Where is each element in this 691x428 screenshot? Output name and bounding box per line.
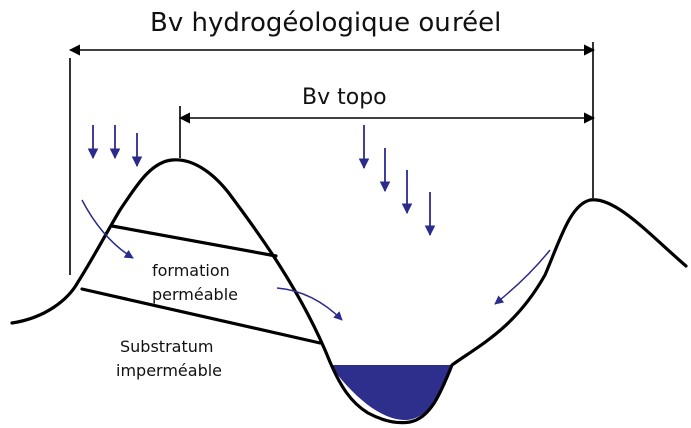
substratum-label-line2: imperméable	[116, 361, 222, 380]
formation-bottom-boundary	[80, 287, 322, 345]
flow-arrow-icon	[494, 249, 551, 305]
formation-top-boundary	[110, 224, 278, 258]
title-text: Bv hydrogéologique ou	[150, 8, 451, 38]
flow-arrow-icon	[276, 287, 343, 321]
title-accent-text: réel	[452, 8, 501, 38]
flow-arrow-icon	[81, 199, 134, 259]
formation-label-line1: formation	[152, 261, 230, 280]
rain-group-left	[87, 125, 143, 168]
flow-arrows	[81, 199, 551, 321]
substratum-label-line1: Substratum	[120, 337, 213, 356]
terrain-profile	[10, 158, 688, 425]
formation-label-line2: perméable	[152, 285, 238, 304]
subtitle-text: Bv topo	[302, 85, 387, 110]
water-body	[330, 365, 452, 420]
rain-group-right	[358, 125, 436, 237]
